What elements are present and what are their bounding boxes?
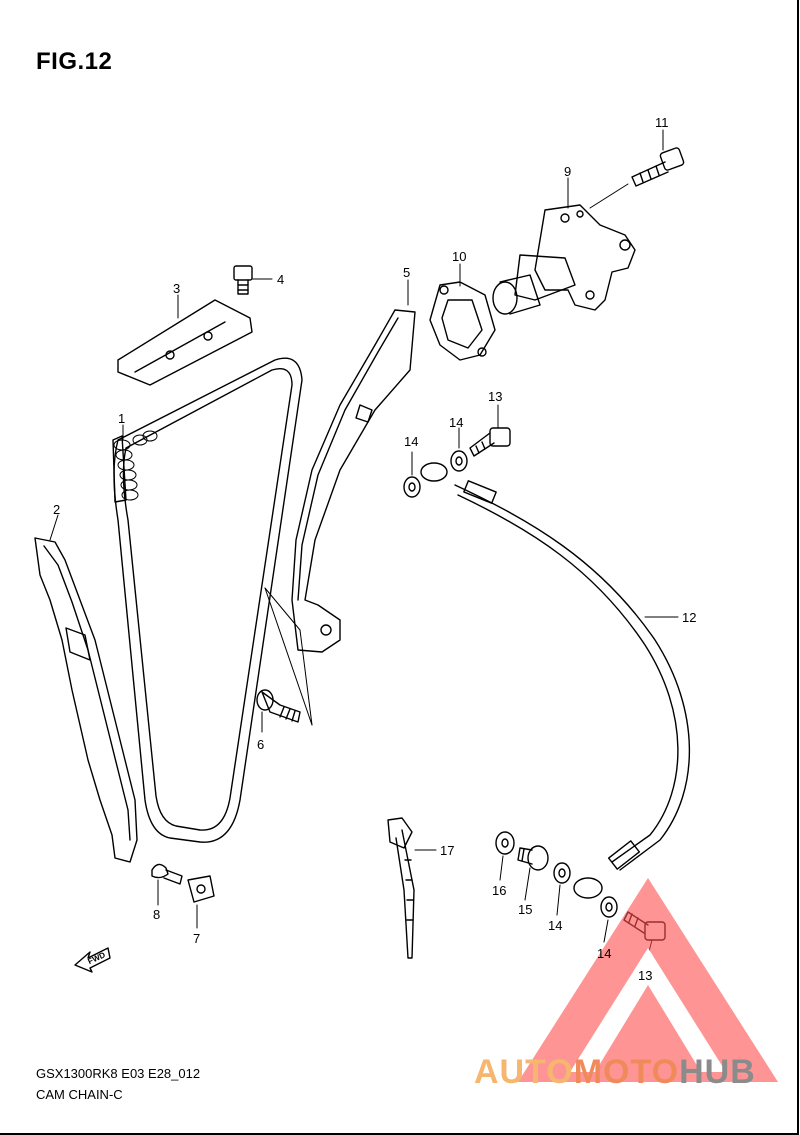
part-label-13-upper: 13 [488, 389, 502, 404]
cable-tie[interactable] [387, 817, 415, 959]
figure-title: FIG.12 [36, 48, 113, 75]
watermark-triangle-icon [518, 878, 778, 1082]
adjuster-bolt[interactable] [631, 147, 685, 187]
part-label-14-left: 14 [404, 434, 418, 449]
part-label-6: 6 [257, 737, 264, 752]
part-label-11: 11 [655, 115, 669, 130]
leader-line-6 [264, 587, 313, 726]
part-label-7: 7 [193, 931, 200, 946]
part-label-10: 10 [452, 249, 466, 264]
part-label-5: 5 [403, 265, 410, 280]
guide-bolt[interactable] [233, 265, 253, 295]
watermark-part-2: MOTO [573, 1053, 680, 1091]
oil-hose[interactable] [420, 462, 691, 899]
washer-plate[interactable] [187, 875, 215, 903]
part-label-1: 1 [118, 411, 125, 426]
tensioner-adjuster[interactable] [492, 204, 636, 315]
part-label-14-right: 14 [597, 946, 611, 961]
guide-screw[interactable] [151, 863, 183, 885]
tensioner-gasket[interactable] [429, 281, 496, 361]
part-label-3: 3 [173, 281, 180, 296]
upper-chain-guide[interactable] [117, 299, 253, 386]
chain-guide-no2[interactable] [291, 309, 416, 653]
part-label-14-lower: 14 [548, 918, 562, 933]
part-label-8: 8 [153, 907, 160, 922]
chain-tensioner-guide[interactable] [34, 537, 138, 863]
part-label-17: 17 [440, 843, 454, 858]
union-bolt-upper[interactable] [469, 427, 511, 457]
watermark-part-1: AUTO [474, 1053, 574, 1091]
washer-16[interactable] [495, 831, 515, 855]
watermark-logo: AUTOMOTOHUB [474, 1053, 756, 1092]
union-bolt-15[interactable] [517, 845, 549, 871]
part-label-14-upper: 14 [449, 415, 463, 430]
pivot-bolt[interactable] [256, 689, 301, 723]
fwd-arrow-icon [74, 947, 111, 973]
part-label-13-lower: 13 [638, 968, 652, 983]
part-label-15: 15 [518, 902, 532, 917]
part-label-2: 2 [53, 502, 60, 517]
leader-lines [49, 129, 679, 964]
part-labels: 1 2 3 4 5 6 7 8 9 10 11 12 13 14 14 16 1… [53, 115, 696, 983]
diagram-name: CAM CHAIN-C [36, 1087, 123, 1102]
part-label-9: 9 [564, 164, 571, 179]
watermark-part-3: HUB [679, 1053, 756, 1091]
gasket-washer[interactable] [403, 450, 618, 918]
cam-chain[interactable] [112, 357, 303, 843]
part-label-4: 4 [277, 272, 284, 287]
diagram-code: GSX1300RK8 E03 E28_012 [36, 1066, 201, 1081]
part-label-16: 16 [492, 883, 506, 898]
part-label-12: 12 [682, 610, 696, 625]
